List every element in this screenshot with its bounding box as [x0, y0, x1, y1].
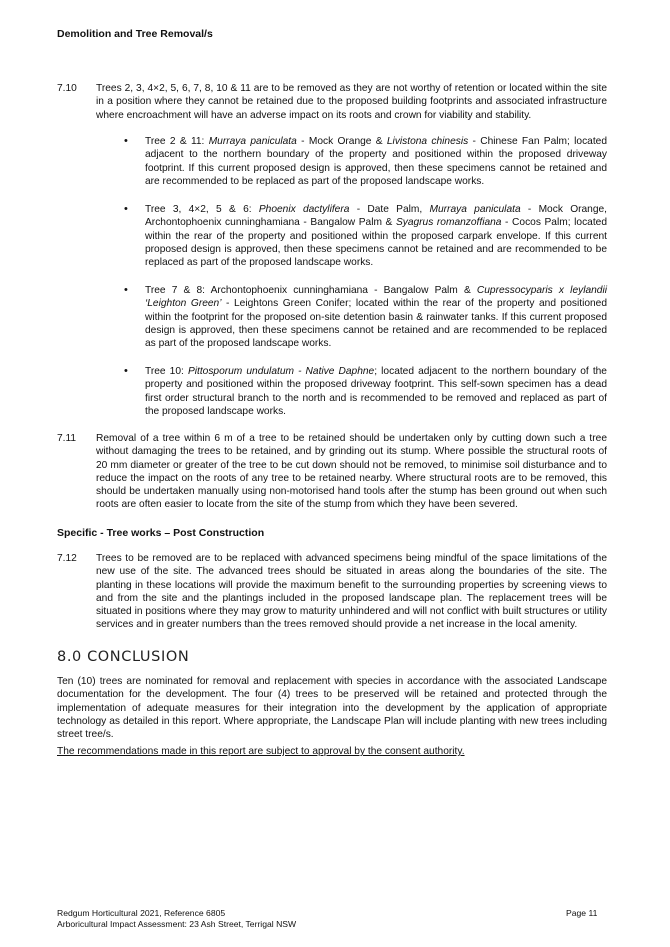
- footer-line-2: Arboricultural Impact Assessment: 23 Ash…: [57, 918, 297, 929]
- bullet-item-tree-10: Tree 10: Pittosporum undulatum - Native …: [145, 366, 607, 417]
- bullet-marker: •: [124, 203, 128, 215]
- bullet-marker: •: [124, 135, 128, 147]
- item-text-7-12: Trees to be removed are to be replaced w…: [96, 553, 607, 631]
- footer-reference: Redgum Horticultural 2021, Reference 680…: [57, 908, 296, 929]
- conclusion-text: Ten (10) trees are nominated for removal…: [57, 676, 607, 741]
- bullet-item-tree-3-6: Tree 3, 4×2, 5 & 6: Phoenix dactylifera …: [145, 204, 608, 269]
- footer-line-1: Redgum Horticultural 2021, Reference 680…: [57, 908, 226, 918]
- item-text-7-11: Removal of a tree within 6 m of a tree t…: [96, 433, 607, 511]
- item-number-7-12: 7.12: [57, 553, 77, 564]
- bullet-marker: •: [124, 284, 128, 296]
- item-number-7-10: 7.10: [57, 83, 77, 94]
- section-heading-demolition: Demolition and Tree Removal/s: [57, 28, 213, 40]
- bullet-item-tree-7-8: Tree 7 & 8: Archontophoenix cunninghamia…: [145, 285, 607, 350]
- item-number-7-11: 7.11: [57, 433, 77, 444]
- section-title-conclusion: 8.0 CONCLUSION: [57, 649, 190, 665]
- recommendation-note: The recommendations made in this report …: [57, 746, 465, 757]
- bullet-item-tree-2-11: Tree 2 & 11: Murraya paniculata - Mock O…: [145, 136, 607, 187]
- bullet-marker: •: [124, 365, 128, 377]
- item-text-7-10: Trees 2, 3, 4×2, 5, 6, 7, 8, 10 & 11 are…: [96, 83, 607, 121]
- section-heading-specific: Specific - Tree works – Post Constructio…: [57, 527, 265, 539]
- page-number: Page 11: [566, 908, 598, 918]
